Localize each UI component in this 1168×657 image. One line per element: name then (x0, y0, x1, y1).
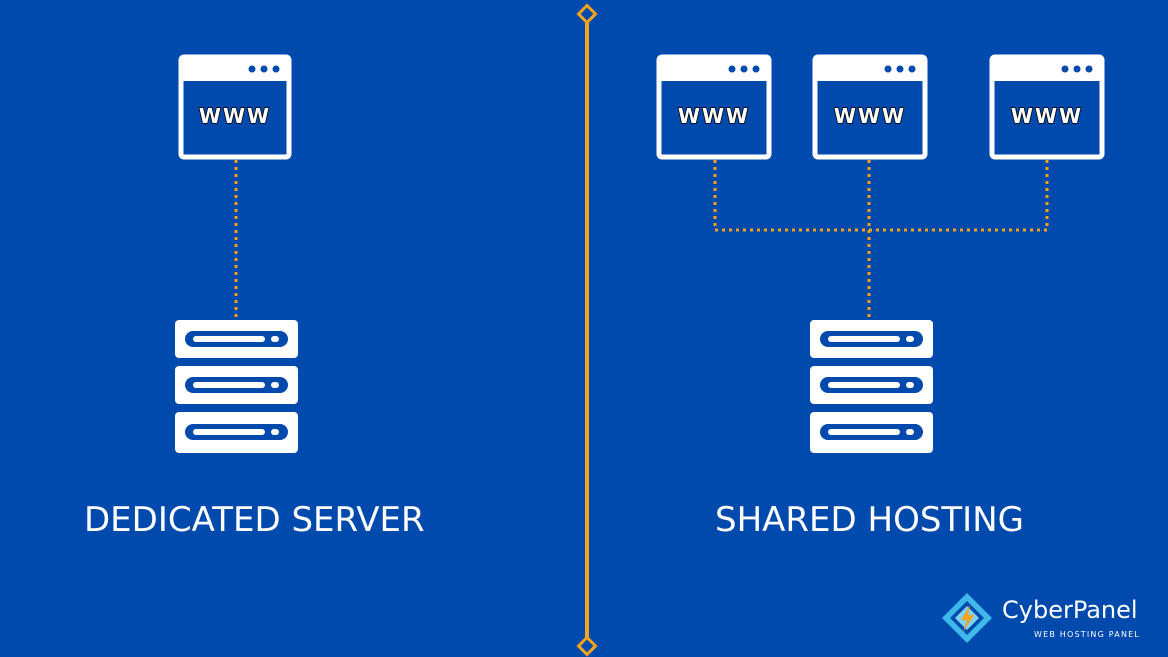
server-rack-icon (175, 320, 298, 453)
dedicated-server (175, 320, 298, 453)
brand-logo: CyberPanel WEB HOSTING PANEL (940, 592, 1155, 644)
shared-website-window-2: WWW (812, 54, 928, 160)
shared-website-window-1: WWW (656, 54, 772, 160)
dedicated-website-window: WWW (178, 54, 292, 160)
shared-server (810, 320, 933, 453)
shared-hosting-label: SHARED HOSTING (715, 500, 1024, 540)
browser-window-icon (656, 54, 772, 160)
website-label: WWW (834, 104, 906, 128)
shared-website-window-3: WWW (989, 54, 1105, 160)
dedicated-server-label: DEDICATED SERVER (84, 500, 425, 540)
brand-name: CyberPanel (1002, 596, 1138, 624)
server-rack-icon (810, 320, 933, 453)
website-label: WWW (199, 104, 271, 128)
browser-window-icon (178, 54, 292, 160)
website-label: WWW (1011, 104, 1083, 128)
divider-bottom-diamond-icon (576, 635, 598, 657)
browser-window-icon (812, 54, 928, 160)
browser-window-icon (989, 54, 1105, 160)
shared-connectors (713, 160, 1049, 320)
website-label: WWW (678, 104, 750, 128)
cyberpanel-logo-icon (942, 593, 992, 643)
brand-tagline: WEB HOSTING PANEL (1034, 630, 1141, 639)
divider-top-diamond-icon (576, 3, 598, 25)
